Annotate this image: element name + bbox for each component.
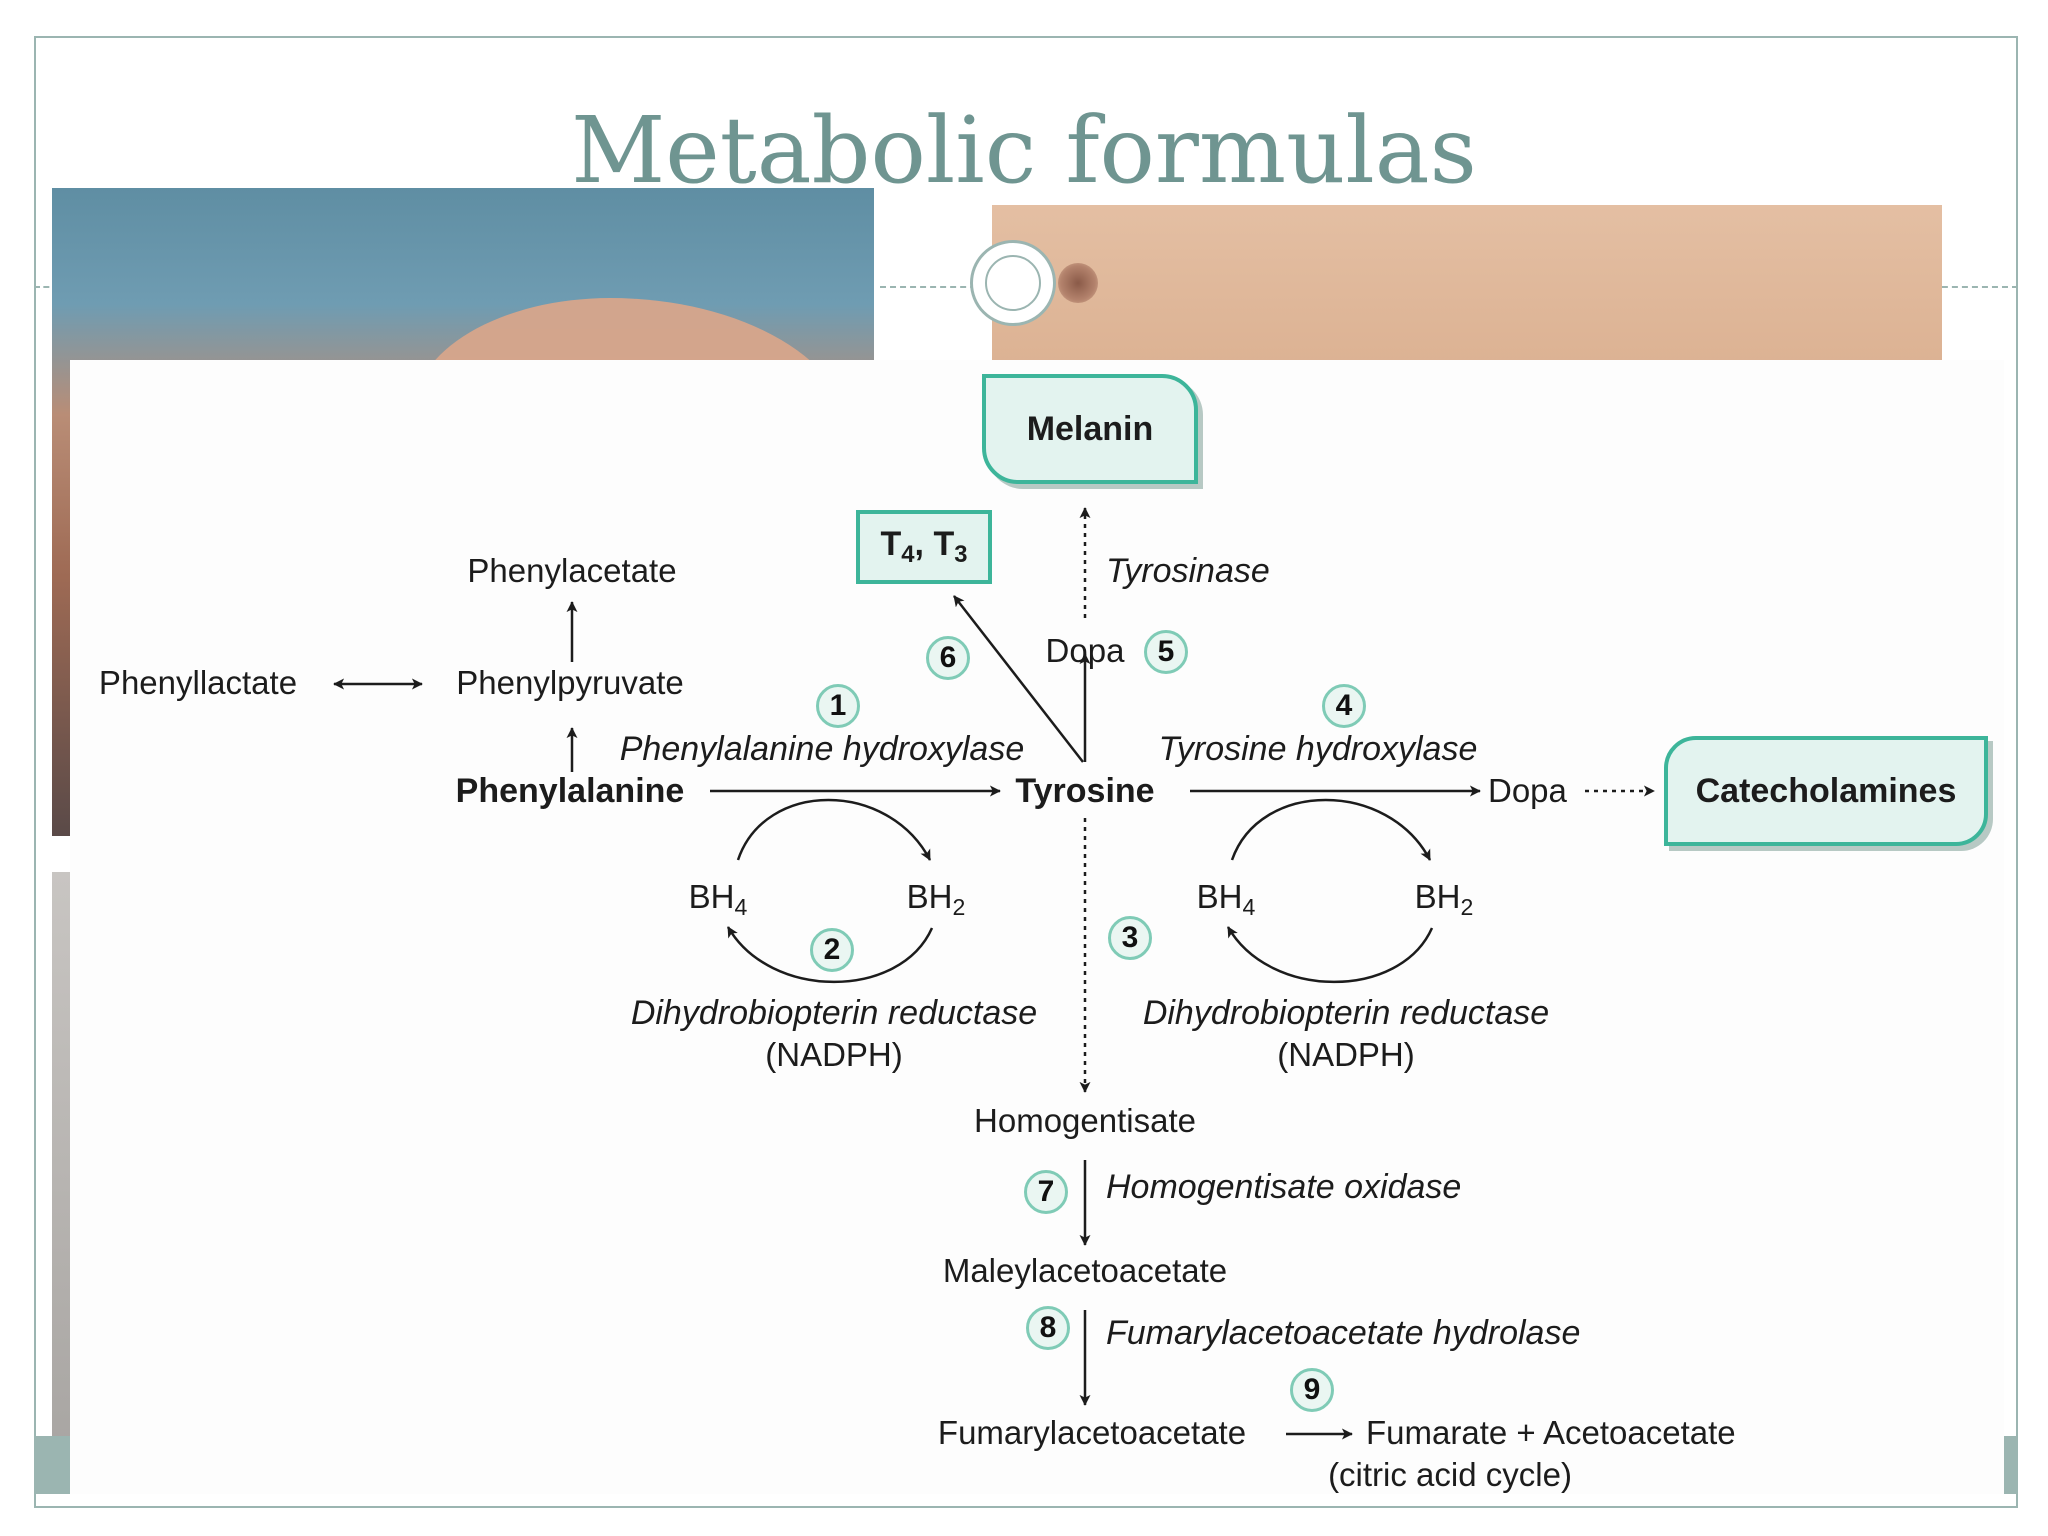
step-8-badge: 8 xyxy=(1026,1306,1070,1350)
thyroid-hormones-box: T4, T3 xyxy=(856,510,992,584)
phenylalanine-hydroxylase-label: Phenylalanine hydroxylase xyxy=(619,730,1025,768)
melanin-box: Melanin xyxy=(982,374,1198,484)
tyrosine-hydroxylase-label: Tyrosine hydroxylase xyxy=(1158,730,1478,768)
cycle-left-bottom xyxy=(726,926,934,984)
bh2-left-label: BH2 xyxy=(906,878,966,920)
step-9-badge: 9 xyxy=(1290,1368,1334,1412)
bh2-right-label: BH2 xyxy=(1414,878,1474,920)
skin-spot xyxy=(1058,263,1098,303)
fumarylacetoacetate-label: Fumarylacetoacetate xyxy=(937,1414,1247,1451)
dopa-right-label: Dopa xyxy=(1488,772,1567,809)
fumarate-acetoacetate-label: Fumarate + Acetoacetate xyxy=(1366,1414,1736,1451)
metabolic-pathway-diagram: Melanin T4, T3 Catecholamines Phenylacet… xyxy=(70,360,2004,1494)
cycle-right-top xyxy=(1230,798,1432,861)
dopa-upper-label: Dopa xyxy=(1045,632,1125,669)
maleylacetoacetate-label: Maleylacetoacetate xyxy=(942,1252,1228,1289)
skin-photo xyxy=(992,205,1942,365)
step-6-badge: 6 xyxy=(926,636,970,680)
citric-acid-cycle-label: (citric acid cycle) xyxy=(1328,1456,1572,1493)
tyrosine-label: Tyrosine xyxy=(1015,772,1155,810)
melanin-label: Melanin xyxy=(1026,409,1154,448)
arrow-tyr-thyroid xyxy=(953,595,1084,763)
bh4-left-label: BH4 xyxy=(688,878,748,920)
step-1-badge: 1 xyxy=(816,684,860,728)
phenylalanine-label: Phenylalanine xyxy=(455,772,685,810)
slide-frame xyxy=(34,36,2018,1508)
pathway-arrows xyxy=(333,507,1655,1440)
step-4-badge: 4 xyxy=(1322,684,1366,728)
step-7-badge: 7 xyxy=(1024,1170,1068,1214)
cycle-right-bottom xyxy=(1226,926,1434,984)
cycle-left-top xyxy=(736,798,932,861)
tyrosinase-label: Tyrosinase xyxy=(1106,552,1270,590)
phenylpyruvate-label: Phenylpyruvate xyxy=(456,664,684,701)
title-ornament-icon xyxy=(970,240,1056,326)
homogentisate-oxidase-label: Homogentisate oxidase xyxy=(1106,1168,1462,1206)
catecholamines-label: Catecholamines xyxy=(1695,771,1957,810)
dihydrobiopterin-reductase-right-label: Dihydrobiopterin reductase xyxy=(1142,994,1550,1032)
bh4-right-label: BH4 xyxy=(1196,878,1256,920)
nadph-left-label: (NADPH) xyxy=(765,1036,903,1073)
thyroid-label: T4, T3 xyxy=(880,524,968,569)
nadph-right-label: (NADPH) xyxy=(1277,1036,1415,1073)
catecholamines-box: Catecholamines xyxy=(1664,736,1988,846)
fumarylacetoacetate-hydrolase-label: Fumarylacetoacetate hydrolase xyxy=(1106,1314,1581,1352)
step-5-badge: 5 xyxy=(1144,630,1188,674)
dihydrobiopterin-reductase-left-label: Dihydrobiopterin reductase xyxy=(630,994,1038,1032)
step-3-badge: 3 xyxy=(1108,916,1152,960)
phenylacetate-label: Phenylacetate xyxy=(467,552,677,589)
slide-title: Metabolic formulas xyxy=(571,97,1477,204)
homogentisate-label: Homogentisate xyxy=(974,1102,1196,1139)
step-2-badge: 2 xyxy=(810,928,854,972)
phenyllactate-label: Phenyllactate xyxy=(98,664,298,701)
